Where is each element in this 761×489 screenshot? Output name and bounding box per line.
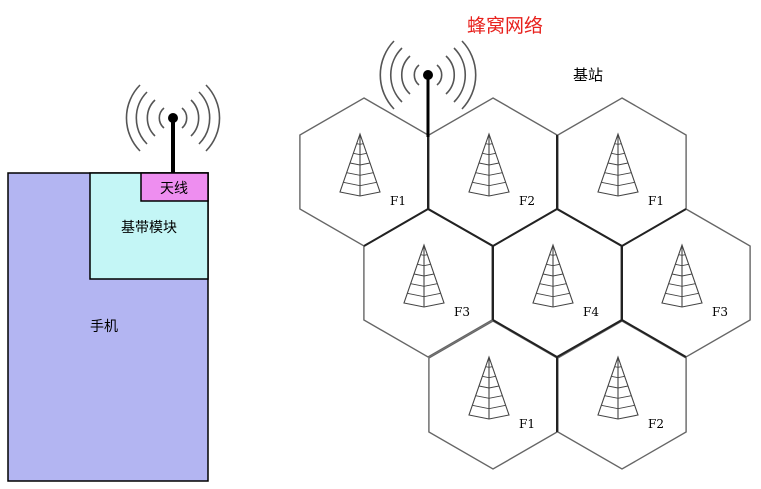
hex-cell-c8: F2 (557, 320, 687, 470)
hex-cell-c1: F1 (299, 97, 429, 247)
cell-boundary (492, 208, 558, 247)
base-station-label: 基站 (573, 66, 603, 84)
cell-frequency-label: F3 (454, 305, 470, 319)
cell-frequency-label: F1 (648, 194, 664, 208)
cell-boundary (621, 208, 687, 247)
cell-boundary (492, 319, 558, 358)
cell-frequency-label: F2 (648, 417, 664, 431)
antenna-label: 天线 (160, 181, 188, 197)
base-station-antenna-icon (379, 40, 477, 137)
cell-tower-icon (597, 132, 639, 197)
diagram-title: 蜂窝网络 (467, 15, 543, 37)
cell-boundary (556, 319, 623, 358)
cell-frequency-label: F1 (390, 194, 406, 208)
cell-tower-icon (468, 132, 510, 197)
phone-label: 手机 (90, 319, 118, 335)
cell-boundary (556, 208, 623, 247)
hex-cell-c4: F3 (363, 208, 493, 358)
cell-frequency-label: F4 (583, 305, 599, 319)
cell-tower-icon (597, 355, 639, 420)
cell-frequency-label: F2 (519, 194, 535, 208)
antenna-signal-icon (125, 84, 221, 173)
cell-tower-icon (661, 243, 703, 308)
cell-boundary (363, 208, 429, 247)
cell-tower-icon (532, 243, 574, 308)
cell-boundary (621, 319, 687, 358)
cell-tower-icon (468, 355, 510, 420)
phone-block: 天线 基带模块 手机 (7, 84, 221, 482)
cell-frequency-label: F1 (519, 417, 535, 431)
cell-tower-icon (339, 132, 381, 197)
baseband-label: 基带模块 (121, 219, 177, 236)
cell-boundary (427, 208, 494, 247)
cell-tower-icon (403, 243, 445, 308)
cell-frequency-label: F3 (712, 305, 728, 319)
